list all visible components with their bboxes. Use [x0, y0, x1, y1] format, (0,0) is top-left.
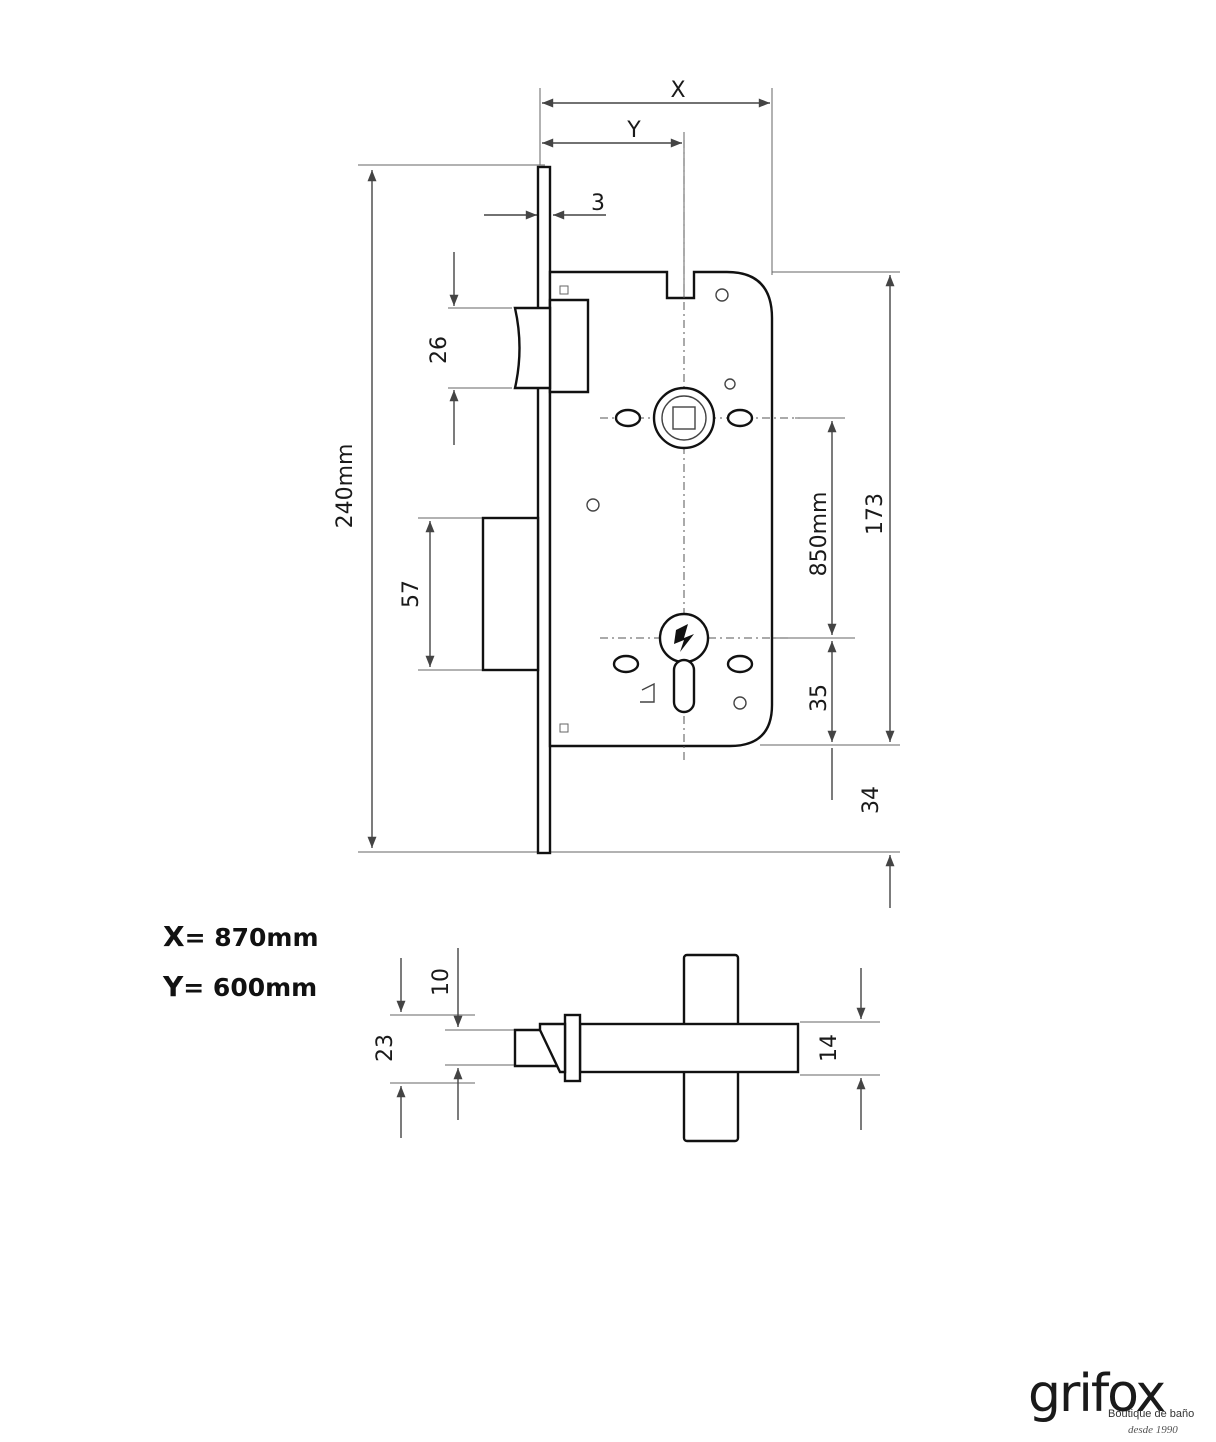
- legend-x: X= 870mm: [163, 920, 319, 953]
- total-height-label: 240mm: [333, 444, 358, 529]
- logo-since: desde 1990: [1128, 1424, 1178, 1436]
- handle-to-key-label: 850mm: [807, 492, 832, 577]
- handle-to-key-dimension: 850mm: [722, 417, 855, 639]
- front-end-label: 34: [859, 786, 884, 814]
- bolt-height-dimension: 57: [399, 517, 482, 671]
- x-label: X: [670, 78, 685, 103]
- bottom-view: 10 23 14: [373, 948, 880, 1143]
- front-thickness-dimension: 3: [484, 191, 606, 220]
- x-dimension: X: [539, 78, 773, 275]
- legend-y: Y= 600mm: [163, 970, 317, 1003]
- latch-bolt: [513, 285, 590, 394]
- latch-height-label: 26: [427, 336, 452, 364]
- legend-x-value: = 870mm: [184, 923, 319, 952]
- dead-bolt: [481, 516, 540, 672]
- case-height-label: 173: [863, 493, 888, 535]
- follower-hub: [614, 378, 754, 450]
- y-label: Y: [626, 118, 641, 143]
- logo-wordmark: grifox: [1028, 1364, 1166, 1424]
- bottom-dim-14: 14: [817, 1034, 842, 1062]
- bolt-height-label: 57: [399, 580, 424, 608]
- lock-case: [548, 140, 800, 760]
- logo-tagline: Boutique de baño: [1108, 1408, 1195, 1420]
- legend-x-key: X: [163, 920, 185, 953]
- total-height-dimension: 240mm: [333, 164, 900, 853]
- grifox-logo: grifox Boutique de baño desde 1990: [1028, 1364, 1198, 1438]
- bottom-dim-10: 10: [429, 968, 454, 996]
- case-screws: [586, 288, 747, 710]
- legend-y-value: = 600mm: [183, 973, 318, 1002]
- cylinder-hole: [559, 612, 754, 733]
- case-height-dimension: 173: [760, 271, 900, 746]
- latch-height-dimension: 26: [427, 252, 512, 445]
- front-thickness-label: 3: [591, 191, 605, 216]
- lock-front-plate: [536, 165, 552, 855]
- front-end-dimension: 34: [859, 786, 895, 908]
- legend-y-key: Y: [163, 970, 184, 1003]
- key-to-bottom-label: 35: [807, 684, 832, 712]
- key-to-bottom-dimension: 35: [807, 641, 837, 800]
- bottom-dim-23: 23: [373, 1034, 398, 1062]
